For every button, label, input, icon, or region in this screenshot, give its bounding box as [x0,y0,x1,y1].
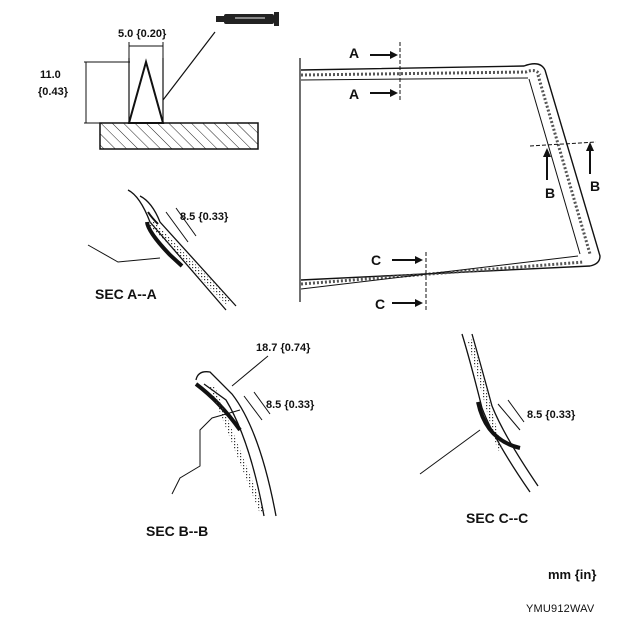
section-marker-b-right: B [590,178,601,194]
section-marker-c-top: C [371,252,382,268]
section-marker-b-left: B [545,185,556,201]
section-marker-a-bottom: A [349,86,360,102]
units-label: mm {in} [548,567,597,582]
adhesive-nozzle-icon [216,12,279,26]
sec-c-title: SEC C--C [466,510,529,526]
section-marker-a-top: A [349,45,360,61]
section-a-drawing [87,189,237,311]
section-b-drawing [171,355,277,517]
panel-section [99,122,259,150]
bead-width-label: 5.0 {0.20} [118,28,167,40]
section-c-drawing [419,333,539,493]
bead-height-in-label: {0.43} [38,86,68,98]
bead-detail [84,31,259,150]
sec-a-title: SEC A--A [95,286,157,302]
bead-height-mm-label: 11.0 [40,69,61,81]
sec-b-title: SEC B--B [146,523,209,539]
sec-a-gap-label: 8.5 {0.33} [180,211,229,223]
adhesive-bead [127,58,165,124]
sec-b-gap-label: 8.5 {0.33} [266,399,315,411]
sec-c-gap-label: 8.5 {0.33} [527,409,576,421]
windshield-outline [299,42,601,312]
section-marker-c-bottom: C [375,296,386,312]
figure-code: YMU912WAV [526,603,595,615]
sec-b-width-label: 18.7 {0.74} [256,342,311,354]
